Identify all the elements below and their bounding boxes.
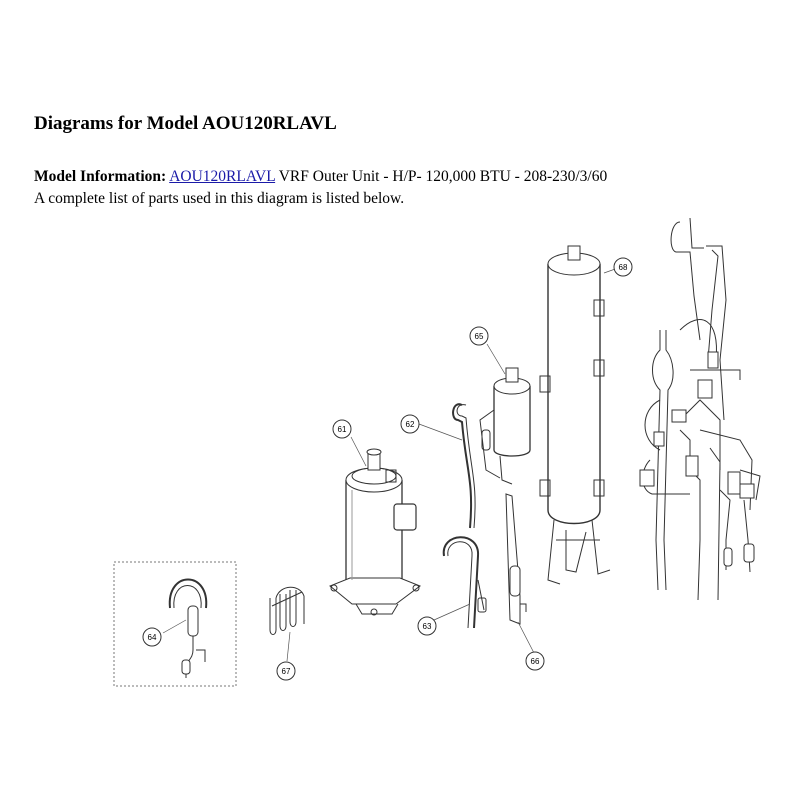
- callout-62-label: 62: [406, 420, 415, 429]
- callout-63: 63: [417, 616, 437, 636]
- page-title: Diagrams for Model AOU120RLAVL: [34, 113, 337, 134]
- callout-65-label: 65: [475, 332, 484, 341]
- piping-assembly: [639, 217, 761, 601]
- part-63-pipe: [442, 536, 487, 629]
- callout-66-label: 66: [531, 657, 540, 666]
- callout-61-label: 61: [338, 425, 347, 434]
- callout-64-label: 64: [148, 633, 157, 642]
- callout-62: 62: [400, 414, 420, 434]
- part-66-pipe: [505, 493, 527, 625]
- model-link[interactable]: AOU120RLAVL: [169, 168, 276, 185]
- callout-65: 65: [469, 326, 489, 346]
- callout-66: 66: [525, 651, 545, 671]
- part-65-receiver: [479, 367, 531, 485]
- callout-67: 67: [276, 661, 296, 681]
- callout-63-label: 63: [423, 622, 432, 631]
- callout-61: 61: [332, 419, 352, 439]
- part-62-pipe: [452, 403, 476, 529]
- model-information-line: Model Information: AOU120RLAVL VRF Outer…: [34, 166, 607, 187]
- part-61-compressor: [329, 448, 422, 616]
- callout-68-label: 68: [619, 263, 628, 272]
- part-68-accumulator: [539, 245, 611, 585]
- part-67-bracket: [269, 586, 305, 635]
- model-description: VRF Outer Unit - H/P- 120,000 BTU - 208-…: [278, 168, 608, 185]
- callout-68: 68: [613, 257, 633, 277]
- parts-list-note: A complete list of parts used in this di…: [34, 190, 405, 207]
- part-64-pipe: [168, 578, 208, 678]
- model-information-label: Model Information:: [34, 168, 167, 185]
- part-64-group-box: [113, 561, 237, 687]
- callout-67-label: 67: [282, 667, 291, 676]
- callout-64: 64: [142, 627, 162, 647]
